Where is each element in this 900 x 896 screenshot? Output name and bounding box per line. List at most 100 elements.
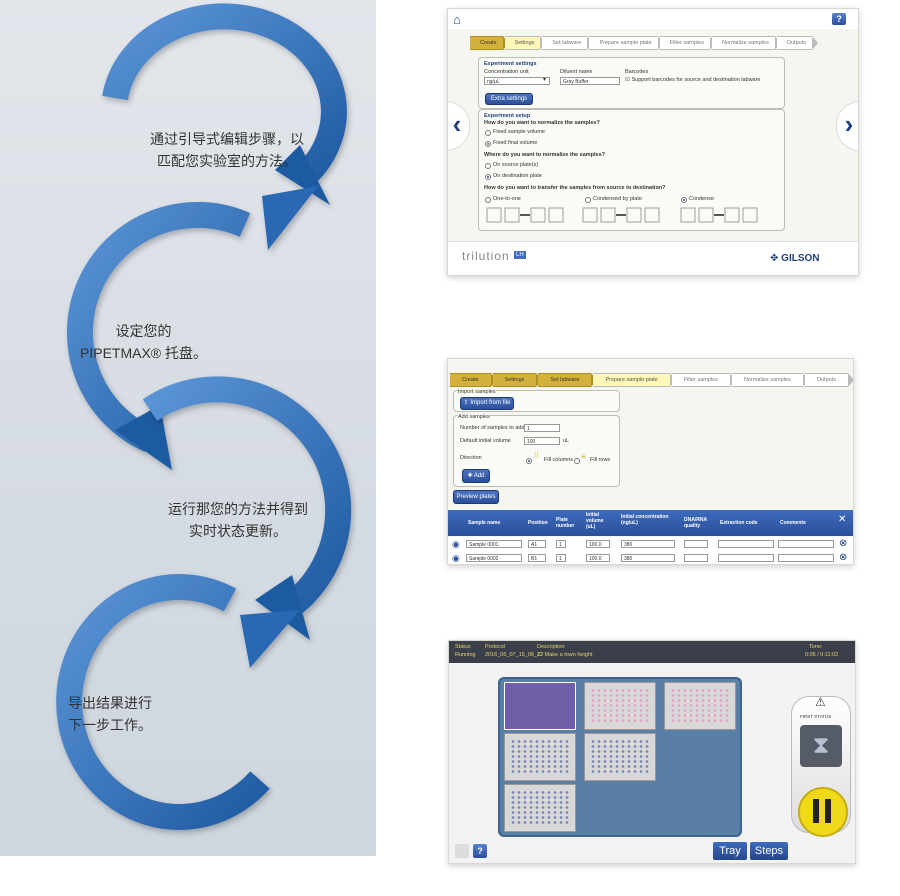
step-settings[interactable]: Settings bbox=[504, 36, 547, 50]
cell-sample-name[interactable]: Sample 0002 bbox=[466, 554, 522, 562]
plate[interactable] bbox=[504, 733, 576, 781]
pause-bar bbox=[825, 799, 831, 823]
cell-initial-concentration[interactable]: 380 bbox=[621, 554, 675, 562]
time-label: Time: bbox=[809, 644, 823, 650]
steps-button[interactable]: Steps bbox=[750, 842, 788, 860]
step2-prepare-sample-plate[interactable]: Prepare sample plate bbox=[593, 373, 677, 387]
initial-volume-input[interactable]: 100 bbox=[524, 437, 560, 445]
workflow-step-4: 导出结果进行 下一步工作。 bbox=[68, 692, 152, 736]
extra-settings-button[interactable]: Extra settings bbox=[485, 93, 533, 105]
step-filter-samples[interactable]: Filter samples bbox=[659, 36, 717, 50]
col-plate-number: Plate number bbox=[556, 517, 575, 529]
cell-initial-volume[interactable]: 100.0 bbox=[586, 554, 610, 562]
q2-option-1: On source plate(s) bbox=[493, 162, 539, 168]
import-button-label: Import from file bbox=[470, 400, 511, 406]
cell-position[interactable]: A1 bbox=[528, 540, 546, 548]
q3-radio-1[interactable] bbox=[485, 197, 491, 203]
conc-unit-select[interactable]: ng/μL bbox=[484, 77, 550, 85]
remove-row-icon[interactable]: ⊗ bbox=[839, 538, 848, 549]
step-outputs[interactable]: Outputs bbox=[776, 36, 819, 50]
cell-comments[interactable] bbox=[778, 540, 834, 548]
step-set-labware[interactable]: Set labware bbox=[542, 36, 594, 50]
plate[interactable] bbox=[504, 784, 576, 832]
warning-icon: ⚠ bbox=[815, 695, 826, 709]
experiment-setup-group: Experiment setup How do you want to norm… bbox=[478, 109, 785, 231]
q2-radio-1[interactable] bbox=[485, 163, 491, 169]
help-button[interactable]: ? bbox=[473, 844, 487, 858]
cell-initial-volume[interactable]: 100.0 bbox=[586, 540, 610, 548]
step-1-line-2: 匹配您实验室的方法。 bbox=[157, 153, 297, 169]
step2-settings[interactable]: Settings bbox=[492, 373, 543, 387]
q3-label: How do you want to transfer the samples … bbox=[484, 185, 666, 191]
initial-volume-label: Default initial volume bbox=[460, 438, 511, 444]
step-create[interactable]: Create bbox=[470, 36, 508, 50]
close-icon[interactable]: ✕ bbox=[838, 514, 847, 525]
home-icon[interactable]: ⌂ bbox=[453, 12, 461, 27]
tray-button[interactable]: Tray bbox=[713, 842, 747, 860]
barcode-row-icon[interactable]: ◉ bbox=[452, 539, 460, 549]
num-samples-input[interactable]: 1 bbox=[524, 424, 560, 432]
step2-outputs[interactable]: Outputs bbox=[804, 373, 853, 387]
q2-label: Where do you want to normalize the sampl… bbox=[484, 152, 606, 158]
cell-initial-concentration[interactable]: 380 bbox=[621, 540, 675, 548]
diluent-input[interactable]: Gray Buffer bbox=[560, 77, 620, 85]
step2-create[interactable]: Create bbox=[450, 373, 496, 387]
q1-radio-2[interactable] bbox=[485, 141, 491, 147]
import-from-file-button[interactable]: ⇪ Import from file bbox=[460, 397, 514, 410]
fill-rows-icon: ≡ bbox=[581, 452, 586, 461]
q2-radio-2[interactable] bbox=[485, 174, 491, 180]
preview-plates-button[interactable]: Preview plates bbox=[453, 490, 499, 504]
fill-rows-radio[interactable] bbox=[574, 458, 580, 464]
cell-comments[interactable] bbox=[778, 554, 834, 562]
plate-selected[interactable] bbox=[504, 682, 576, 730]
status-value: Running bbox=[455, 652, 476, 658]
table-row: ◉ Sample 0001 A1 1 100.0 380 ⊗ bbox=[448, 537, 853, 552]
pause-button[interactable] bbox=[798, 787, 848, 837]
previous-arrow-icon[interactable]: ‹ bbox=[448, 101, 470, 151]
workflow-arrows bbox=[56, 3, 352, 830]
barcodes-checkbox[interactable]: ☑ Support barcodes for source and destin… bbox=[625, 77, 761, 83]
setup-title: Experiment setup bbox=[484, 113, 531, 119]
q3-radio-3[interactable] bbox=[681, 197, 687, 203]
plate[interactable] bbox=[664, 682, 736, 730]
remove-row-icon[interactable]: ⊗ bbox=[839, 552, 848, 563]
workflow-step-2: 设定您的 PIPETMAX® 托盘。 bbox=[80, 320, 207, 364]
well-grid bbox=[590, 739, 650, 775]
cell-extraction-code[interactable] bbox=[718, 540, 774, 548]
step-normalize-samples[interactable]: Normalize samples bbox=[711, 36, 781, 50]
add-button[interactable]: ✚ Add bbox=[462, 469, 490, 483]
step2-filter-samples[interactable]: Filter samples bbox=[671, 373, 737, 387]
cell-quality[interactable] bbox=[684, 554, 708, 562]
q3-option-3: Condense bbox=[689, 196, 715, 202]
fill-columns-radio[interactable] bbox=[526, 458, 532, 464]
cell-quality[interactable] bbox=[684, 540, 708, 548]
transfer-diagram-icons bbox=[486, 207, 758, 223]
cell-sample-name[interactable]: Sample 0001 bbox=[466, 540, 522, 548]
cell-plate-number[interactable]: 1 bbox=[556, 554, 566, 562]
settings-title: Experiment settings bbox=[484, 61, 537, 67]
cell-plate-number[interactable]: 1 bbox=[556, 540, 566, 548]
add-button-label: Add bbox=[473, 473, 485, 479]
step-4-line-2: 下一步工作。 bbox=[68, 717, 152, 733]
step-3-line-2: 实时状态更新。 bbox=[189, 523, 287, 539]
q3-radio-2[interactable] bbox=[585, 197, 591, 203]
step-3-line-1: 运行那您的方法并得到 bbox=[168, 501, 308, 517]
col-initial-concentration: Initial concentration (ng/uL) bbox=[621, 514, 669, 526]
step-prepare-sample-plate[interactable]: Prepare sample plate bbox=[589, 36, 665, 50]
pause-bar bbox=[813, 799, 819, 823]
back-button[interactable] bbox=[455, 844, 469, 858]
q1-radio-1[interactable] bbox=[485, 130, 491, 136]
step-4-line-1: 导出结果进行 bbox=[68, 695, 152, 711]
step2-normalize-samples[interactable]: Normalize samples bbox=[731, 373, 809, 387]
help-button[interactable]: ? bbox=[832, 13, 846, 25]
plate[interactable] bbox=[584, 733, 656, 781]
next-arrow-icon[interactable]: › bbox=[836, 101, 858, 151]
cell-position[interactable]: B1 bbox=[528, 554, 546, 562]
plate[interactable] bbox=[584, 682, 656, 730]
barcode-row-icon[interactable]: ◉ bbox=[452, 553, 460, 563]
q1-option-2: Fixed final volume bbox=[493, 140, 538, 146]
device-status-label: FIRST STATUS bbox=[800, 714, 832, 719]
step2-set-labware[interactable]: Set labware bbox=[538, 373, 598, 387]
wizard-steps: Create Settings Set labware Prepare samp… bbox=[470, 36, 819, 50]
cell-extraction-code[interactable] bbox=[718, 554, 774, 562]
